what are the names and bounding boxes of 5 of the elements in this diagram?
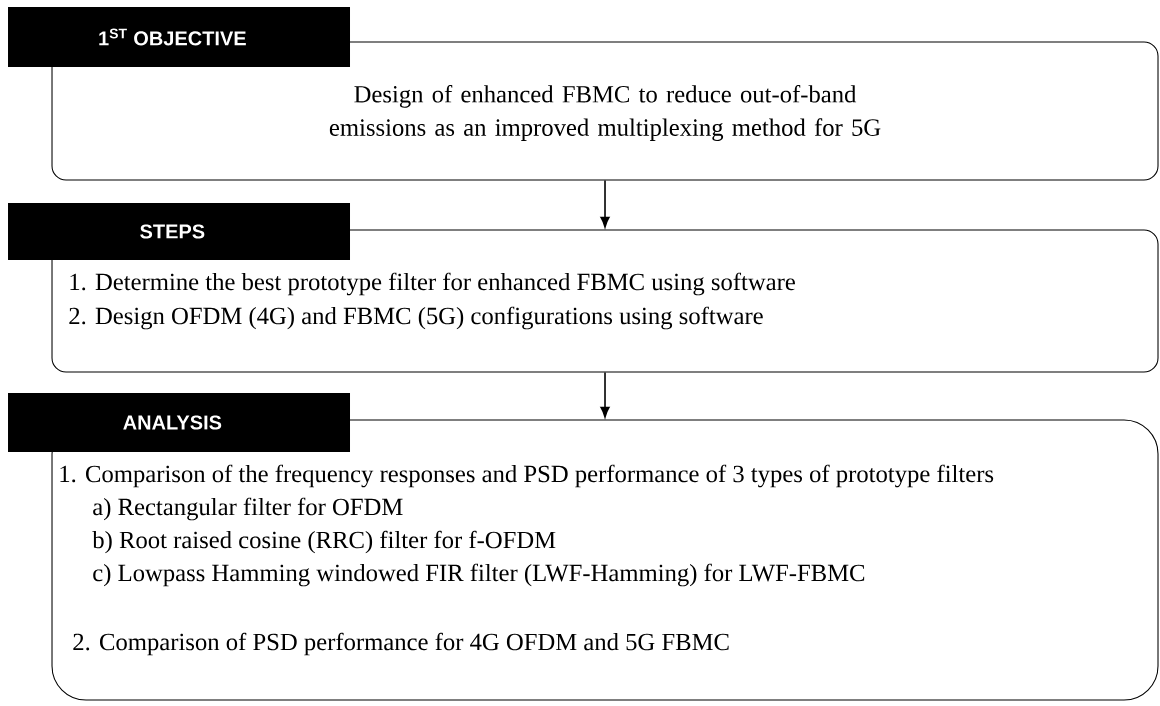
heading-tab: STEPS: [8, 203, 350, 260]
arrow: [600, 371, 610, 418]
heading-tab: 1$^{ST}$ OBJECTIVE: [8, 7, 350, 67]
heading-tab: ANALYSIS: [8, 393, 350, 452]
arrow: [600, 179, 610, 228]
